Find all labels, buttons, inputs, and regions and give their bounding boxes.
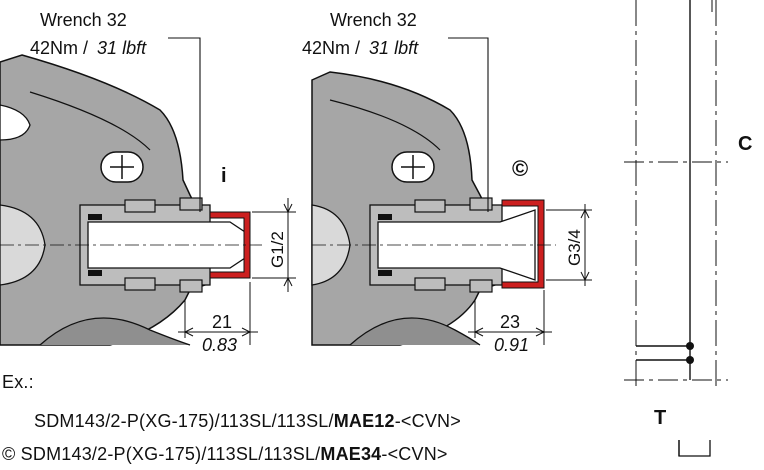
left-red-cap xyxy=(209,211,251,279)
hydraulic-schematic xyxy=(624,0,728,457)
right-torque-lbft: 31 lbft xyxy=(369,38,419,58)
right-thread-label: G3/4 xyxy=(565,229,584,266)
right-fitting-drawing xyxy=(311,71,556,346)
right-housing-edge xyxy=(329,99,441,151)
example-line2-marker: © xyxy=(2,444,16,464)
right-thread-dimension xyxy=(546,204,592,286)
left-torque-lbft: 31 lbft xyxy=(97,38,147,58)
example-code-2: MAE34 xyxy=(320,444,382,464)
left-dim-in: 0.83 xyxy=(202,335,237,355)
left-housing xyxy=(0,54,206,346)
left-dim-mm: 21 xyxy=(212,312,232,332)
right-torque: 42Nm / 31 lbft xyxy=(302,38,419,58)
left-wrench-leader xyxy=(168,37,201,212)
right-base-arc xyxy=(349,317,481,346)
right-marker: © xyxy=(512,156,528,181)
left-fitting-drawing xyxy=(0,54,262,346)
left-top-hole xyxy=(0,104,31,141)
right-wrench-label: Wrench 32 xyxy=(330,10,417,30)
left-base-arc xyxy=(39,317,191,346)
right-dim-in: 0.91 xyxy=(494,335,529,355)
example-code-line-2: © SDM143/2-P(XG-175)/113SL/113SL/MAE34-<… xyxy=(2,444,448,464)
example-label: Ex.: xyxy=(2,372,34,392)
left-thread-dimension xyxy=(252,198,296,292)
left-thread-label: G1/2 xyxy=(268,231,287,268)
right-wrench-leader xyxy=(448,37,489,212)
left-length-dimension xyxy=(178,282,258,345)
port-t-label: T xyxy=(654,407,666,429)
right-dim-mm: 23 xyxy=(500,312,520,332)
example-code-line-1: SDM143/2-P(XG-175)/113SL/113SL/MAE12-<CV… xyxy=(34,411,461,431)
left-housing-edge xyxy=(29,91,151,151)
example-code-1: MAE12 xyxy=(333,411,395,431)
left-wrench-label: Wrench 32 xyxy=(40,10,127,30)
right-length-dimension xyxy=(468,290,552,345)
port-c-label: C xyxy=(738,133,752,155)
left-torque: 42Nm / 31 lbft xyxy=(30,38,147,58)
right-red-cap xyxy=(501,199,545,289)
left-marker: i xyxy=(221,165,227,187)
